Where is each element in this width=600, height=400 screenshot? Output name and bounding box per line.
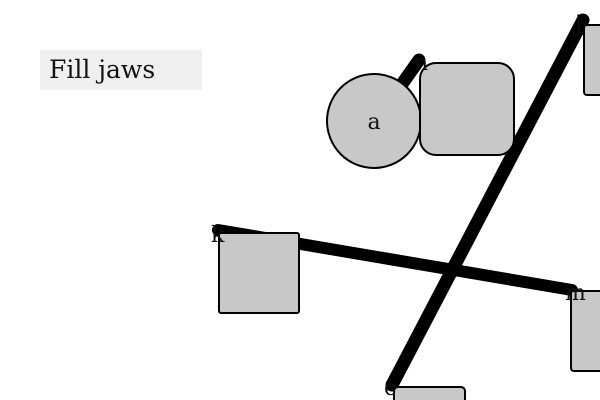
square-bottom[interactable] bbox=[393, 386, 466, 400]
square-top-right[interactable] bbox=[583, 24, 600, 96]
jaw-line-short[interactable] bbox=[395, 53, 426, 91]
anchor-label-right: m bbox=[565, 281, 586, 306]
rounded-square-top[interactable] bbox=[419, 62, 515, 156]
square-right[interactable] bbox=[570, 290, 600, 372]
anchor-label-top-right: j bbox=[572, 12, 582, 37]
square-left[interactable] bbox=[218, 232, 300, 314]
circle-label: a bbox=[367, 110, 380, 135]
anchor-label-top-center: n bbox=[414, 51, 428, 76]
instruction-label: Fill jaws bbox=[40, 50, 202, 90]
jaw-line-diagonal[interactable] bbox=[385, 13, 590, 392]
anchor-label-left: k bbox=[211, 223, 225, 248]
anchor-label-bottom: c bbox=[384, 376, 396, 400]
